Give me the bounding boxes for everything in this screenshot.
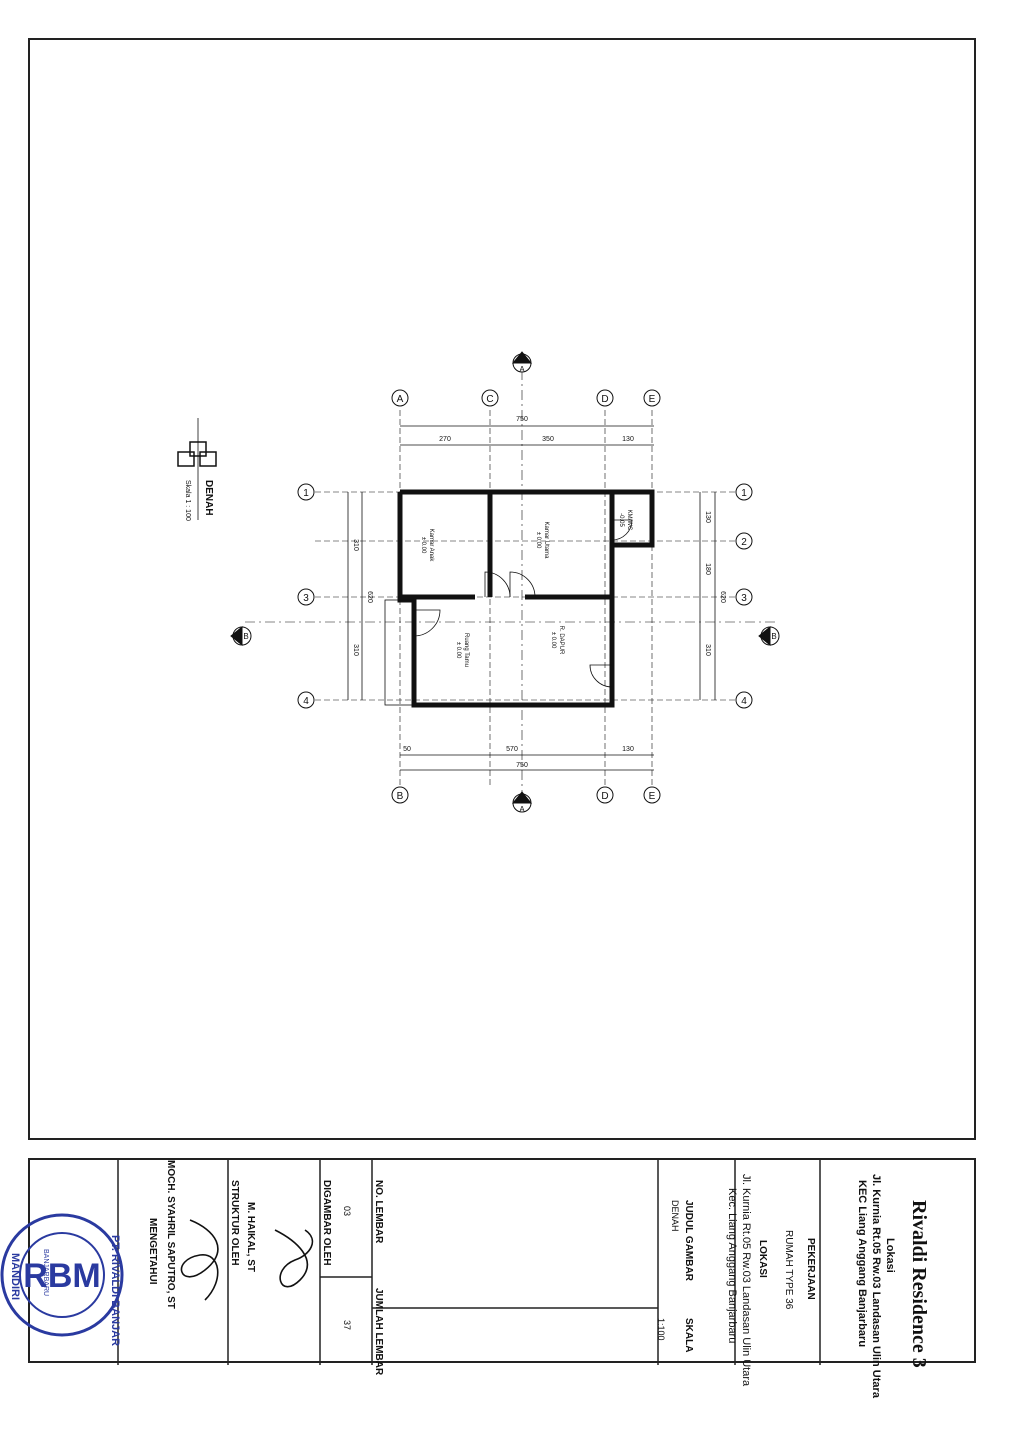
room-ruang-tamu-level: ± 0.00 bbox=[455, 642, 461, 659]
door-kamar-utama bbox=[509, 571, 536, 598]
dim-bottom-2: 570 bbox=[506, 746, 518, 753]
bathroom-walls bbox=[612, 489, 655, 548]
stamp-city: BANJARBARU bbox=[42, 1249, 49, 1296]
svg-text:A: A bbox=[519, 805, 525, 814]
grid-bubble-right-1: 1 bbox=[735, 483, 753, 501]
dim-right-2: 180 bbox=[704, 563, 711, 575]
svg-text:C: C bbox=[486, 394, 493, 405]
dim-top-3: 130 bbox=[622, 436, 634, 443]
room-kamar-anak: Kamar Anak bbox=[428, 529, 434, 563]
grid-bubble-top-c: C bbox=[481, 389, 499, 407]
svg-text:D: D bbox=[601, 791, 608, 802]
stamp-logo: RBM bbox=[23, 1257, 100, 1295]
svg-text:D: D bbox=[601, 394, 608, 405]
stamp-top-text: PT. RIVALDI BANJAR bbox=[109, 1235, 121, 1346]
dim-bottom-total: 750 bbox=[516, 762, 528, 769]
svg-text:4: 4 bbox=[741, 696, 747, 707]
signature-struktur bbox=[180, 1219, 219, 1301]
section-marker-a-bottom: A bbox=[511, 791, 533, 814]
company-stamp: RBM PT. RIVALDI BANJAR MANDIRI BANJARBAR… bbox=[0, 1213, 124, 1346]
svg-text:3: 3 bbox=[303, 593, 309, 604]
dim-bottom-1: 50 bbox=[403, 746, 411, 753]
room-kmwc-level: -0.05 bbox=[618, 513, 624, 527]
svg-text:B: B bbox=[243, 632, 248, 641]
dim-left-2: 310 bbox=[352, 644, 359, 656]
svg-text:4: 4 bbox=[303, 696, 309, 707]
door-dapur bbox=[589, 664, 613, 688]
svg-text:3: 3 bbox=[741, 593, 747, 604]
plan-title-symbol bbox=[177, 418, 217, 520]
grid-bubble-left-3: 3 bbox=[297, 588, 315, 606]
signature-haikal bbox=[274, 1229, 314, 1288]
svg-text:A: A bbox=[519, 365, 525, 374]
terrace-outline bbox=[384, 599, 415, 706]
door-kmwc bbox=[611, 519, 633, 541]
plan-title: DENAH bbox=[203, 480, 214, 516]
drawing-frame bbox=[28, 38, 976, 1140]
room-kmwc: KM/WC bbox=[626, 510, 632, 531]
dim-right-3: 310 bbox=[704, 644, 711, 656]
grid-bubble-bottom-b: B bbox=[391, 786, 409, 804]
room-kamar-anak-level: ± 0.00 bbox=[420, 537, 426, 554]
section-marker-b-right: B bbox=[758, 625, 780, 647]
grid-bubble-right-2: 2 bbox=[735, 532, 753, 550]
svg-text:2: 2 bbox=[741, 537, 747, 548]
svg-text:B: B bbox=[771, 632, 776, 641]
room-kamar-utama-level: ± 0.00 bbox=[535, 532, 541, 549]
grid-bubble-bottom-e: E bbox=[643, 786, 661, 804]
door-ruang-tamu bbox=[413, 609, 441, 637]
svg-text:E: E bbox=[649, 791, 656, 802]
room-kamar-utama: Kamar Utama bbox=[543, 521, 549, 559]
dim-left-total: 620 bbox=[366, 591, 373, 603]
svg-text:A: A bbox=[397, 394, 404, 405]
grid-bubble-left-4: 4 bbox=[297, 691, 315, 709]
stamp-bottom-text: MANDIRI bbox=[9, 1253, 21, 1300]
grid-bubble-left-1: 1 bbox=[297, 483, 315, 501]
title-block-lines bbox=[117, 1160, 821, 1365]
dim-top-total: 750 bbox=[516, 416, 528, 423]
grid-bubble-top-e: E bbox=[643, 389, 661, 407]
title-block: Rivaldi Residence 3 Lokasi Jl. Kurnia Rt… bbox=[28, 1158, 976, 1398]
room-dapur-level: ± 0.00 bbox=[550, 632, 556, 649]
dim-right-total: 620 bbox=[719, 591, 726, 603]
svg-text:1: 1 bbox=[741, 488, 747, 499]
svg-text:E: E bbox=[649, 394, 656, 405]
room-ruang-tamu: Ruang Tamu bbox=[463, 633, 469, 667]
door-kamar-anak bbox=[484, 571, 511, 598]
dim-left-1: 310 bbox=[352, 539, 359, 551]
section-marker-b-left: B bbox=[230, 625, 252, 647]
svg-text:B: B bbox=[397, 791, 404, 802]
dim-top-2: 350 bbox=[542, 436, 554, 443]
section-marker-a-top: A bbox=[511, 351, 533, 374]
dim-bottom-3: 130 bbox=[622, 746, 634, 753]
plan-scale-note: Skala 1 : 100 bbox=[184, 480, 191, 521]
grid-bubble-right-3: 3 bbox=[735, 588, 753, 606]
grid-bubble-bottom-d: D bbox=[596, 786, 614, 804]
grid-bubble-top-d: D bbox=[596, 389, 614, 407]
room-dapur: R. DAPUR bbox=[558, 626, 564, 655]
svg-text:1: 1 bbox=[303, 488, 309, 499]
grid-bubble-top-a: A bbox=[391, 389, 409, 407]
dim-top-1: 270 bbox=[439, 436, 451, 443]
grid-bubble-right-4: 4 bbox=[735, 691, 753, 709]
dim-right-1: 130 bbox=[704, 511, 711, 523]
